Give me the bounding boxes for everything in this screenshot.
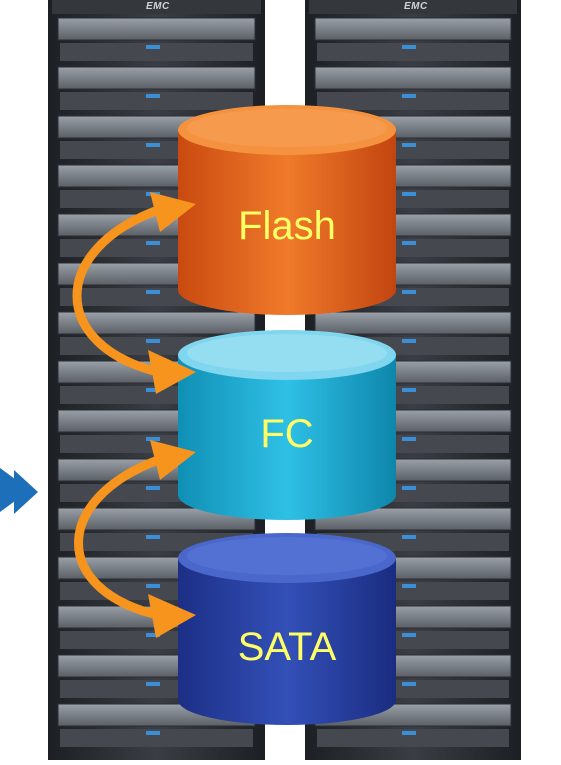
rack-left-status-led	[146, 437, 160, 441]
fc-tier-label: FC	[260, 412, 314, 456]
rack-right-status-led	[402, 339, 416, 343]
rack-right-status-led	[402, 731, 416, 735]
rack-left-status-led	[146, 45, 160, 49]
rack-right-status-led	[402, 290, 416, 294]
rack-left-drive-bay	[57, 17, 256, 41]
rack-right-status-led	[402, 45, 416, 49]
sata-tier-label: SATA	[237, 625, 337, 669]
rack-left-status-led	[146, 731, 160, 735]
fc-tier-cylinder	[178, 330, 396, 520]
rack-left-status-led	[146, 682, 160, 686]
rack-right-status-led	[402, 241, 416, 245]
rack-left-status-led	[146, 535, 160, 539]
rack-left-status-led	[146, 290, 160, 294]
rack-left-status-led	[146, 143, 160, 147]
rack-right-status-led	[402, 535, 416, 539]
rack-left-status-led	[146, 94, 160, 98]
rack-left-drive-bay	[57, 311, 256, 335]
rack-left-status-led	[146, 486, 160, 490]
rack-right-status-led	[402, 486, 416, 490]
rack-right-status-led	[402, 437, 416, 441]
rack-right-brand: EMC	[404, 1, 428, 12]
rack-left-status-led	[146, 633, 160, 637]
rack-left-bay-vent	[60, 43, 253, 61]
rack-right-drive-bay	[314, 17, 512, 41]
rack-right-status-led	[402, 584, 416, 588]
rack-right-status-led	[402, 143, 416, 147]
rack-right-status-led	[402, 192, 416, 196]
rack-right-status-led	[402, 94, 416, 98]
rack-left-status-led	[146, 339, 160, 343]
rack-left-brand: EMC	[146, 1, 170, 12]
flash-tier-cylinder	[178, 105, 396, 315]
fc-sata-migration-arrow	[74, 440, 196, 638]
rack-left-status-led	[146, 241, 160, 245]
rack-right-bay-vent	[317, 729, 509, 747]
rack-right-status-led	[402, 633, 416, 637]
rack-left-drive-bay	[57, 507, 256, 531]
rack-right-drive-bay	[314, 66, 512, 90]
rack-right-bay-vent	[317, 43, 509, 61]
rack-left-status-led	[146, 584, 160, 588]
sata-tier-cylinder	[178, 533, 396, 725]
rack-left-drive-bay	[57, 66, 256, 90]
flash-fc-migration-arrow	[72, 192, 196, 394]
flash-tier-label: Flash	[238, 204, 336, 248]
rack-right-status-led	[402, 682, 416, 686]
rack-left-bay-vent	[60, 92, 253, 110]
left-pointer-arrow-tip	[14, 470, 38, 514]
rack-left-status-led	[146, 388, 160, 392]
rack-right-bay-vent	[317, 92, 509, 110]
rack-right-drive-bay	[314, 311, 512, 335]
rack-right-status-led	[402, 388, 416, 392]
rack-left-bay-vent	[60, 729, 253, 747]
